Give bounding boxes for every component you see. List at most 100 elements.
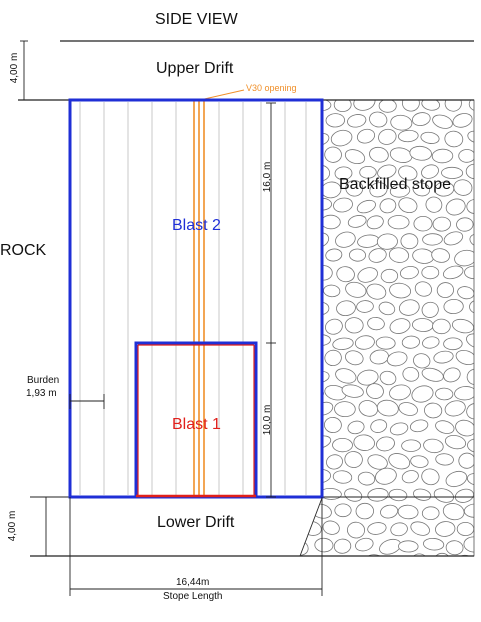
backfill-stone — [299, 111, 319, 127]
backfill-stone — [357, 398, 380, 419]
backfill-stone — [409, 519, 432, 537]
backfill-stone — [302, 284, 319, 300]
backfill-stone — [379, 99, 397, 113]
backfill-stone — [454, 487, 475, 504]
backfill-stone — [354, 536, 375, 552]
backfill-stone — [356, 127, 377, 145]
backfill-stone — [281, 421, 301, 436]
backfill-stone — [357, 471, 375, 486]
backfill-stone — [334, 538, 352, 554]
backfill-stone — [356, 300, 374, 313]
backfill-stone — [381, 269, 398, 283]
backfill-stone — [376, 337, 395, 350]
backfill-stone — [365, 282, 388, 302]
backfill-stone — [388, 247, 409, 264]
backfill-stone — [473, 280, 481, 299]
backfill-stone — [323, 284, 340, 297]
lower-drift-height-label: 4,00 m — [8, 509, 18, 543]
backfill-stone — [277, 249, 299, 266]
backfill-stone — [453, 178, 474, 197]
backfill-stone — [436, 281, 455, 298]
backfill-stone — [270, 505, 289, 521]
backfill-stone — [278, 384, 302, 400]
backfill-stone — [367, 521, 387, 535]
backfill-stone — [422, 233, 442, 245]
backfill-stone — [420, 467, 442, 487]
backfill-stone — [347, 214, 367, 229]
blast-1-height-label: 10,0 m — [263, 403, 273, 437]
backfill-stone — [399, 265, 419, 280]
backfill-stone — [344, 280, 368, 299]
dimension-blast-2-height — [266, 103, 276, 343]
backfill-stone — [433, 217, 451, 232]
rock-label: ROCK — [0, 243, 46, 259]
backfill-stone — [347, 521, 366, 539]
backfill-stone — [321, 555, 341, 568]
backfill-stone — [324, 146, 342, 163]
backfill-stone — [390, 522, 409, 538]
backfill-stone — [386, 350, 409, 368]
backfill-stone — [264, 130, 288, 149]
backfill-stone — [432, 319, 450, 334]
backfill-stone — [357, 234, 380, 249]
backfill-stone — [444, 299, 464, 314]
backfill-stone — [354, 334, 375, 350]
backfill-stone — [431, 113, 454, 131]
backfill-stone — [301, 452, 322, 471]
backfill-stone — [388, 317, 411, 336]
backfilled-stope-label: Backfilled stope — [339, 177, 451, 193]
upper-drift-height-label: 4,00 m — [10, 51, 20, 85]
backfill-stone — [281, 454, 299, 471]
backfill-stone — [465, 402, 481, 421]
backfill-stone — [277, 483, 303, 505]
backfill-stone — [466, 164, 481, 179]
backfill-stone — [368, 110, 389, 129]
backfill-stone — [388, 215, 409, 229]
backfill-stone — [379, 504, 399, 520]
backfill-stone — [314, 538, 333, 553]
backfill-stone — [402, 440, 421, 452]
stope-length-value: 16,44m — [176, 578, 209, 588]
backfill-stone — [278, 218, 299, 232]
backfill-stone — [323, 349, 342, 367]
backfill-stone — [347, 420, 366, 436]
backfill-stone — [376, 399, 400, 418]
backfill-stone — [457, 522, 474, 535]
backfill-stone — [454, 386, 476, 401]
backfill-stone — [433, 350, 454, 365]
backfill-stone — [435, 388, 453, 401]
backfill-stone — [451, 317, 475, 335]
backfill-stone — [286, 296, 310, 317]
backfill-stone — [270, 197, 290, 214]
v30-opening-label: V30 opening — [246, 84, 297, 93]
backfill-stone — [423, 538, 444, 551]
backfill-stone — [410, 552, 430, 571]
backfill-stone — [398, 130, 419, 143]
backfill-stone — [299, 246, 318, 264]
backfill-stone — [410, 455, 429, 469]
backfill-stone — [269, 435, 291, 451]
backfill-stone — [378, 369, 397, 386]
backfill-stone — [310, 334, 331, 346]
backfill-stone — [303, 214, 322, 228]
backfill-stone — [469, 96, 481, 111]
backfill-stone — [412, 487, 432, 502]
backfill-stone — [334, 366, 358, 385]
backfill-stone — [332, 196, 353, 213]
backfill-stone — [308, 468, 331, 483]
backfill-stone — [422, 266, 439, 278]
backfill-stone — [356, 198, 378, 215]
backfill-stone — [456, 217, 473, 231]
backfill-stone — [421, 97, 441, 112]
backfill-stone — [409, 145, 432, 161]
backfill-stone — [301, 520, 323, 537]
backfill-stone — [444, 94, 463, 112]
backfill-stone — [378, 197, 397, 215]
backfill-stone — [422, 507, 439, 520]
backfill-stone — [431, 247, 451, 264]
backfill-stone — [369, 418, 388, 434]
backfill-stone — [332, 337, 354, 351]
backfill-stone — [401, 233, 419, 249]
backfill-stone — [465, 331, 481, 351]
